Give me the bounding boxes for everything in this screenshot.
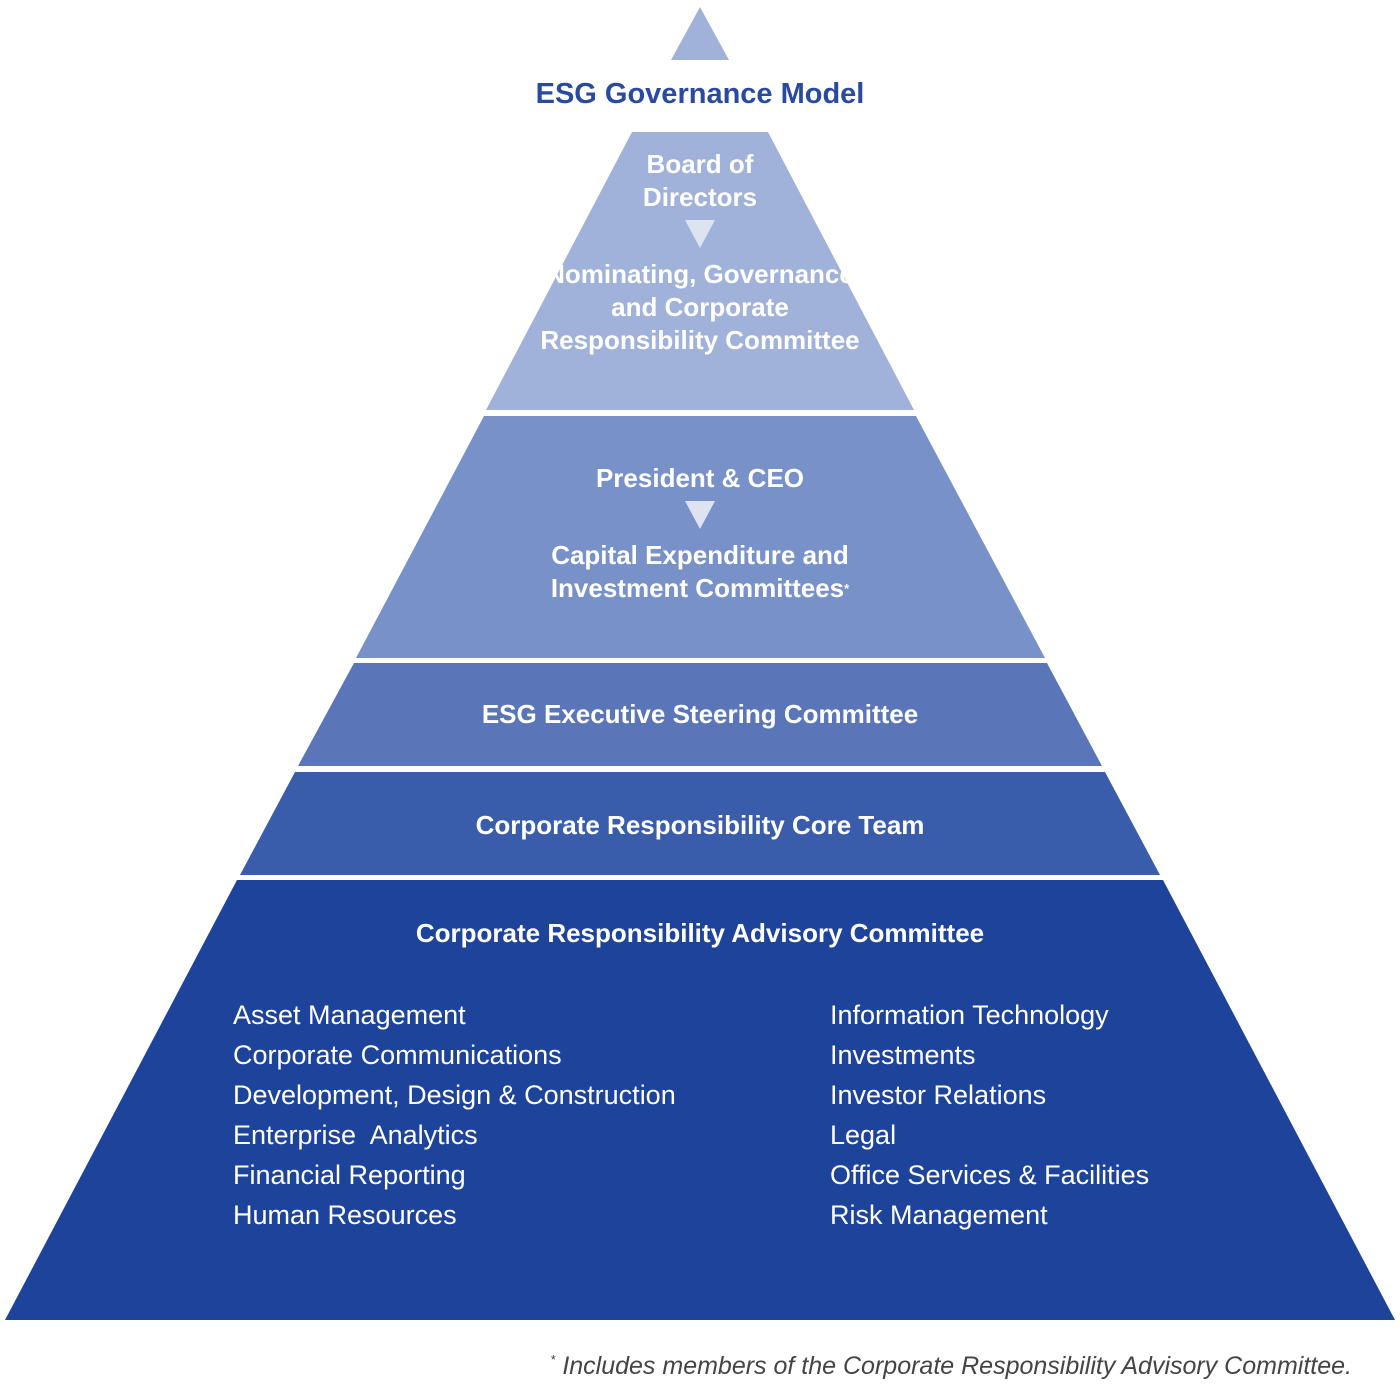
- tier-ceo-text: President & CEO Capital Expenditure and …: [0, 462, 1400, 605]
- list-item: Development, Design & Construction: [233, 1080, 676, 1110]
- steering-committee-label: ESG Executive Steering Committee: [481, 699, 919, 729]
- board-of-directors-label: Board of Directors: [642, 149, 758, 212]
- tier-board: [486, 132, 914, 410]
- tier-board-text: Board of Directors Nominating, Governanc…: [0, 148, 1400, 357]
- president-ceo-label: President & CEO: [595, 463, 805, 493]
- tier-steering: [298, 663, 1102, 766]
- pyramid-apex: [671, 7, 729, 60]
- arrow-down-icon: [685, 220, 715, 248]
- core-team-label: Corporate Responsibility Core Team: [475, 810, 925, 840]
- arrow-down-icon: [685, 501, 715, 529]
- advisory-members-left: Asset Management Corporate Communication…: [233, 995, 676, 1235]
- footnote: * Includes members of the Corporate Resp…: [550, 1352, 1352, 1381]
- advisory-committee-label: Corporate Responsibility Advisory Commit…: [415, 918, 985, 948]
- tier-core-team: [240, 772, 1160, 875]
- list-item: Corporate Communications: [233, 1040, 562, 1070]
- footnote-marker: *: [844, 581, 850, 596]
- list-item: Legal: [830, 1120, 897, 1150]
- footnote-text: Includes members of the Corporate Respon…: [562, 1352, 1352, 1380]
- advisory-members-right: Information Technology Investments Inves…: [830, 995, 1149, 1235]
- list-item: Investor Relations: [830, 1080, 1047, 1110]
- list-item: Enterprise Analytics: [233, 1120, 478, 1150]
- tier-advisory: [5, 880, 1395, 1320]
- diagram-title: ESG Governance Model: [535, 78, 865, 110]
- footnote-marker: *: [550, 1352, 556, 1367]
- list-item: Asset Management: [233, 1000, 466, 1030]
- nominating-committee-label: Nominating, Governance and Corporate Res…: [540, 259, 860, 355]
- tier-ceo: [356, 416, 1045, 658]
- list-item: Information Technology: [830, 1000, 1109, 1030]
- list-item: Office Services & Facilities: [830, 1160, 1150, 1190]
- list-item: Human Resources: [233, 1200, 457, 1230]
- list-item: Investments: [830, 1040, 976, 1070]
- list-item: Risk Management: [830, 1200, 1048, 1230]
- capex-committees-label: Capital Expenditure and Investment Commi…: [550, 540, 849, 603]
- list-item: Financial Reporting: [233, 1160, 466, 1190]
